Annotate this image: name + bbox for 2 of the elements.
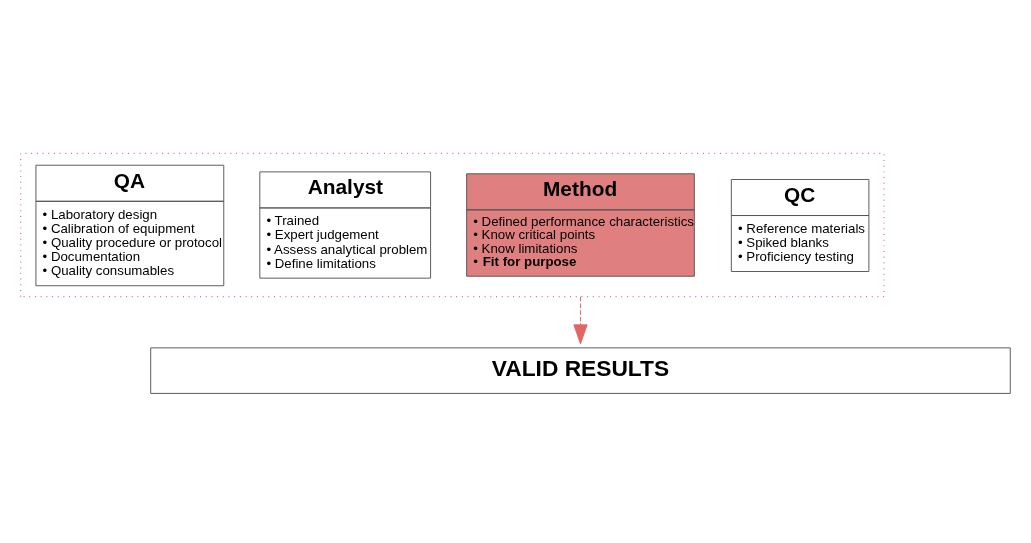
- cluster: [20, 152, 885, 298]
- arrow: [573, 296, 588, 345]
